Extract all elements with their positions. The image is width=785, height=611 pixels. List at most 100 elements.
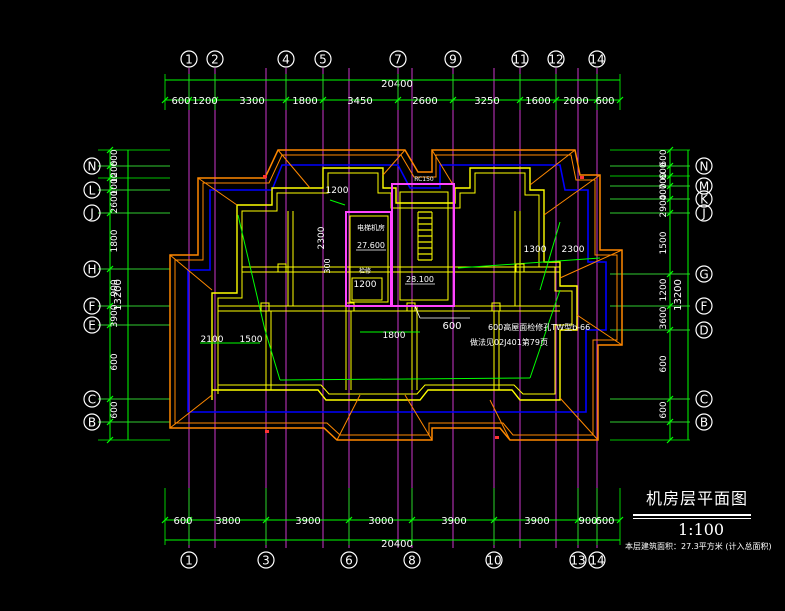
drawing-scale: 1:100 xyxy=(678,520,725,539)
dim-bottom-segment: 3900 xyxy=(295,516,320,527)
roof-slope xyxy=(431,149,456,189)
dim-right-segment: 1500 xyxy=(659,231,669,254)
axis-bubble-top-label: 5 xyxy=(319,53,327,67)
dim-slash xyxy=(282,96,290,104)
axis-bubble-right-label: G xyxy=(699,268,708,282)
axis-bubble-left-label: F xyxy=(89,300,96,314)
area-note: 本层建筑面积：27.3平方米 (计入总面积) xyxy=(625,542,772,551)
dim-slash xyxy=(616,516,624,524)
axis-bubble-right-circle xyxy=(695,265,713,283)
dim-right-segment: 600 xyxy=(659,162,669,179)
axis-bubble-top-circle xyxy=(314,50,332,68)
dim-left-total: 13200 xyxy=(113,279,124,311)
machine-room-label: 电梯机房 xyxy=(357,223,385,232)
dim-slash xyxy=(106,321,114,329)
dim-slash xyxy=(593,516,601,524)
axis-bubble-left-circle xyxy=(83,413,101,431)
axis-bubble-left-label: H xyxy=(87,263,96,277)
axis-bubble-bottom-circle xyxy=(403,551,421,569)
axis-bubble-left-label: C xyxy=(88,393,96,407)
dim-slash xyxy=(666,182,674,190)
dim-slash xyxy=(666,302,674,310)
dim-label: 1200 xyxy=(354,280,377,290)
axis-bubble-left-circle xyxy=(83,181,101,199)
axis-bubble-top-circle xyxy=(206,50,224,68)
axis-bubble-right-circle xyxy=(695,321,713,339)
dim-label: 1800 xyxy=(383,331,406,341)
wall-outline-outer xyxy=(211,167,578,401)
dim-slash xyxy=(161,96,169,104)
axis-bubble-bottom-circle xyxy=(340,551,358,569)
dim-top-segment: 2600 xyxy=(412,96,437,107)
roof-slope xyxy=(197,177,238,206)
axis-bubble-left-circle xyxy=(83,297,101,315)
inner-roof-outline xyxy=(187,164,607,413)
axis-bubble-left-label: J xyxy=(89,207,94,221)
axis-bubble-top-circle xyxy=(389,50,407,68)
title-block: 机房层平面图 1:100 本层建筑面积：27.3平方米 (计入总面积) xyxy=(625,486,778,551)
dim-right-segment: 2900 xyxy=(659,194,669,217)
dim-slash xyxy=(408,516,416,524)
axis-bubble-left-circle xyxy=(83,204,101,222)
dim-right-segment: 700 xyxy=(659,172,669,189)
axis-bubble-bottom-circle xyxy=(588,551,606,569)
dim-bottom-segment: 3900 xyxy=(524,516,549,527)
dim-slash xyxy=(106,146,114,154)
roof-label: RC150 xyxy=(414,176,434,183)
dim-slash xyxy=(106,265,114,273)
outer-roof-outline xyxy=(169,149,623,441)
axis-bubble-right-circle xyxy=(695,390,713,408)
red-mark xyxy=(495,436,499,439)
roof-slope xyxy=(169,254,213,291)
stair-note: 600高屋面检修孔TW型b-66 xyxy=(488,322,590,332)
axis-bubble-bottom-label: 6 xyxy=(345,554,353,568)
dim-slash xyxy=(106,395,114,403)
axis-bubble-top-label: 12 xyxy=(548,53,563,67)
dim-right-segment: 600 xyxy=(659,149,669,166)
small-tag: 检修 xyxy=(359,267,371,275)
title-underline xyxy=(633,514,751,516)
axis-bubble-top-label: 4 xyxy=(282,53,290,67)
axis-bubble-right-circle xyxy=(695,157,713,175)
dim-left-segment: 600 xyxy=(110,149,120,166)
dim-slash xyxy=(106,436,114,444)
axis-bubble-top-label: 14 xyxy=(589,53,604,67)
column xyxy=(491,302,501,312)
dim-slash xyxy=(490,516,498,524)
dim-right-segment: 3600 xyxy=(659,306,669,329)
axis-bubble-top-label: 11 xyxy=(512,53,527,67)
dim-slash xyxy=(593,96,601,104)
roof-drain-line xyxy=(539,221,561,291)
column xyxy=(515,263,525,273)
roof-slope xyxy=(543,174,601,216)
axis-bubble-bottom-circle xyxy=(569,551,587,569)
dim-slash xyxy=(616,96,624,104)
dim-left-segment: 3900 xyxy=(110,304,120,327)
dim-slash xyxy=(106,209,114,217)
dim-top-segment: 3300 xyxy=(239,96,264,107)
dim-label: 2100 xyxy=(201,335,224,345)
roof-slope xyxy=(277,149,311,189)
axis-bubble-bottom-label: 3 xyxy=(262,554,270,568)
roof-slope xyxy=(559,249,623,279)
stair-frame xyxy=(391,183,455,307)
axis-bubble-bottom-label: 8 xyxy=(408,554,416,568)
dim-right-total: 13200 xyxy=(673,279,684,311)
dim-slash xyxy=(106,174,114,182)
axis-bubble-left-circle xyxy=(83,260,101,278)
dim-left-segment: 1000 xyxy=(110,172,120,195)
dim-slash xyxy=(394,96,402,104)
axis-bubble-right-circle xyxy=(695,297,713,315)
axis-bubble-right-label: J xyxy=(701,207,706,221)
roof-slope xyxy=(404,394,433,441)
axis-bubble-bottom-label: 14 xyxy=(589,554,604,568)
dim-slash xyxy=(666,209,674,217)
dim-slash xyxy=(666,395,674,403)
dim-right-segment: 600 xyxy=(659,355,669,372)
dim-slash xyxy=(319,96,327,104)
dim-label: 1300 xyxy=(524,245,547,255)
axis-bubble-right-circle xyxy=(695,204,713,222)
dim-left-segment: 1800 xyxy=(110,229,120,252)
axis-bubble-right-circle xyxy=(695,190,713,208)
axis-bubble-left-label: B xyxy=(88,416,96,430)
